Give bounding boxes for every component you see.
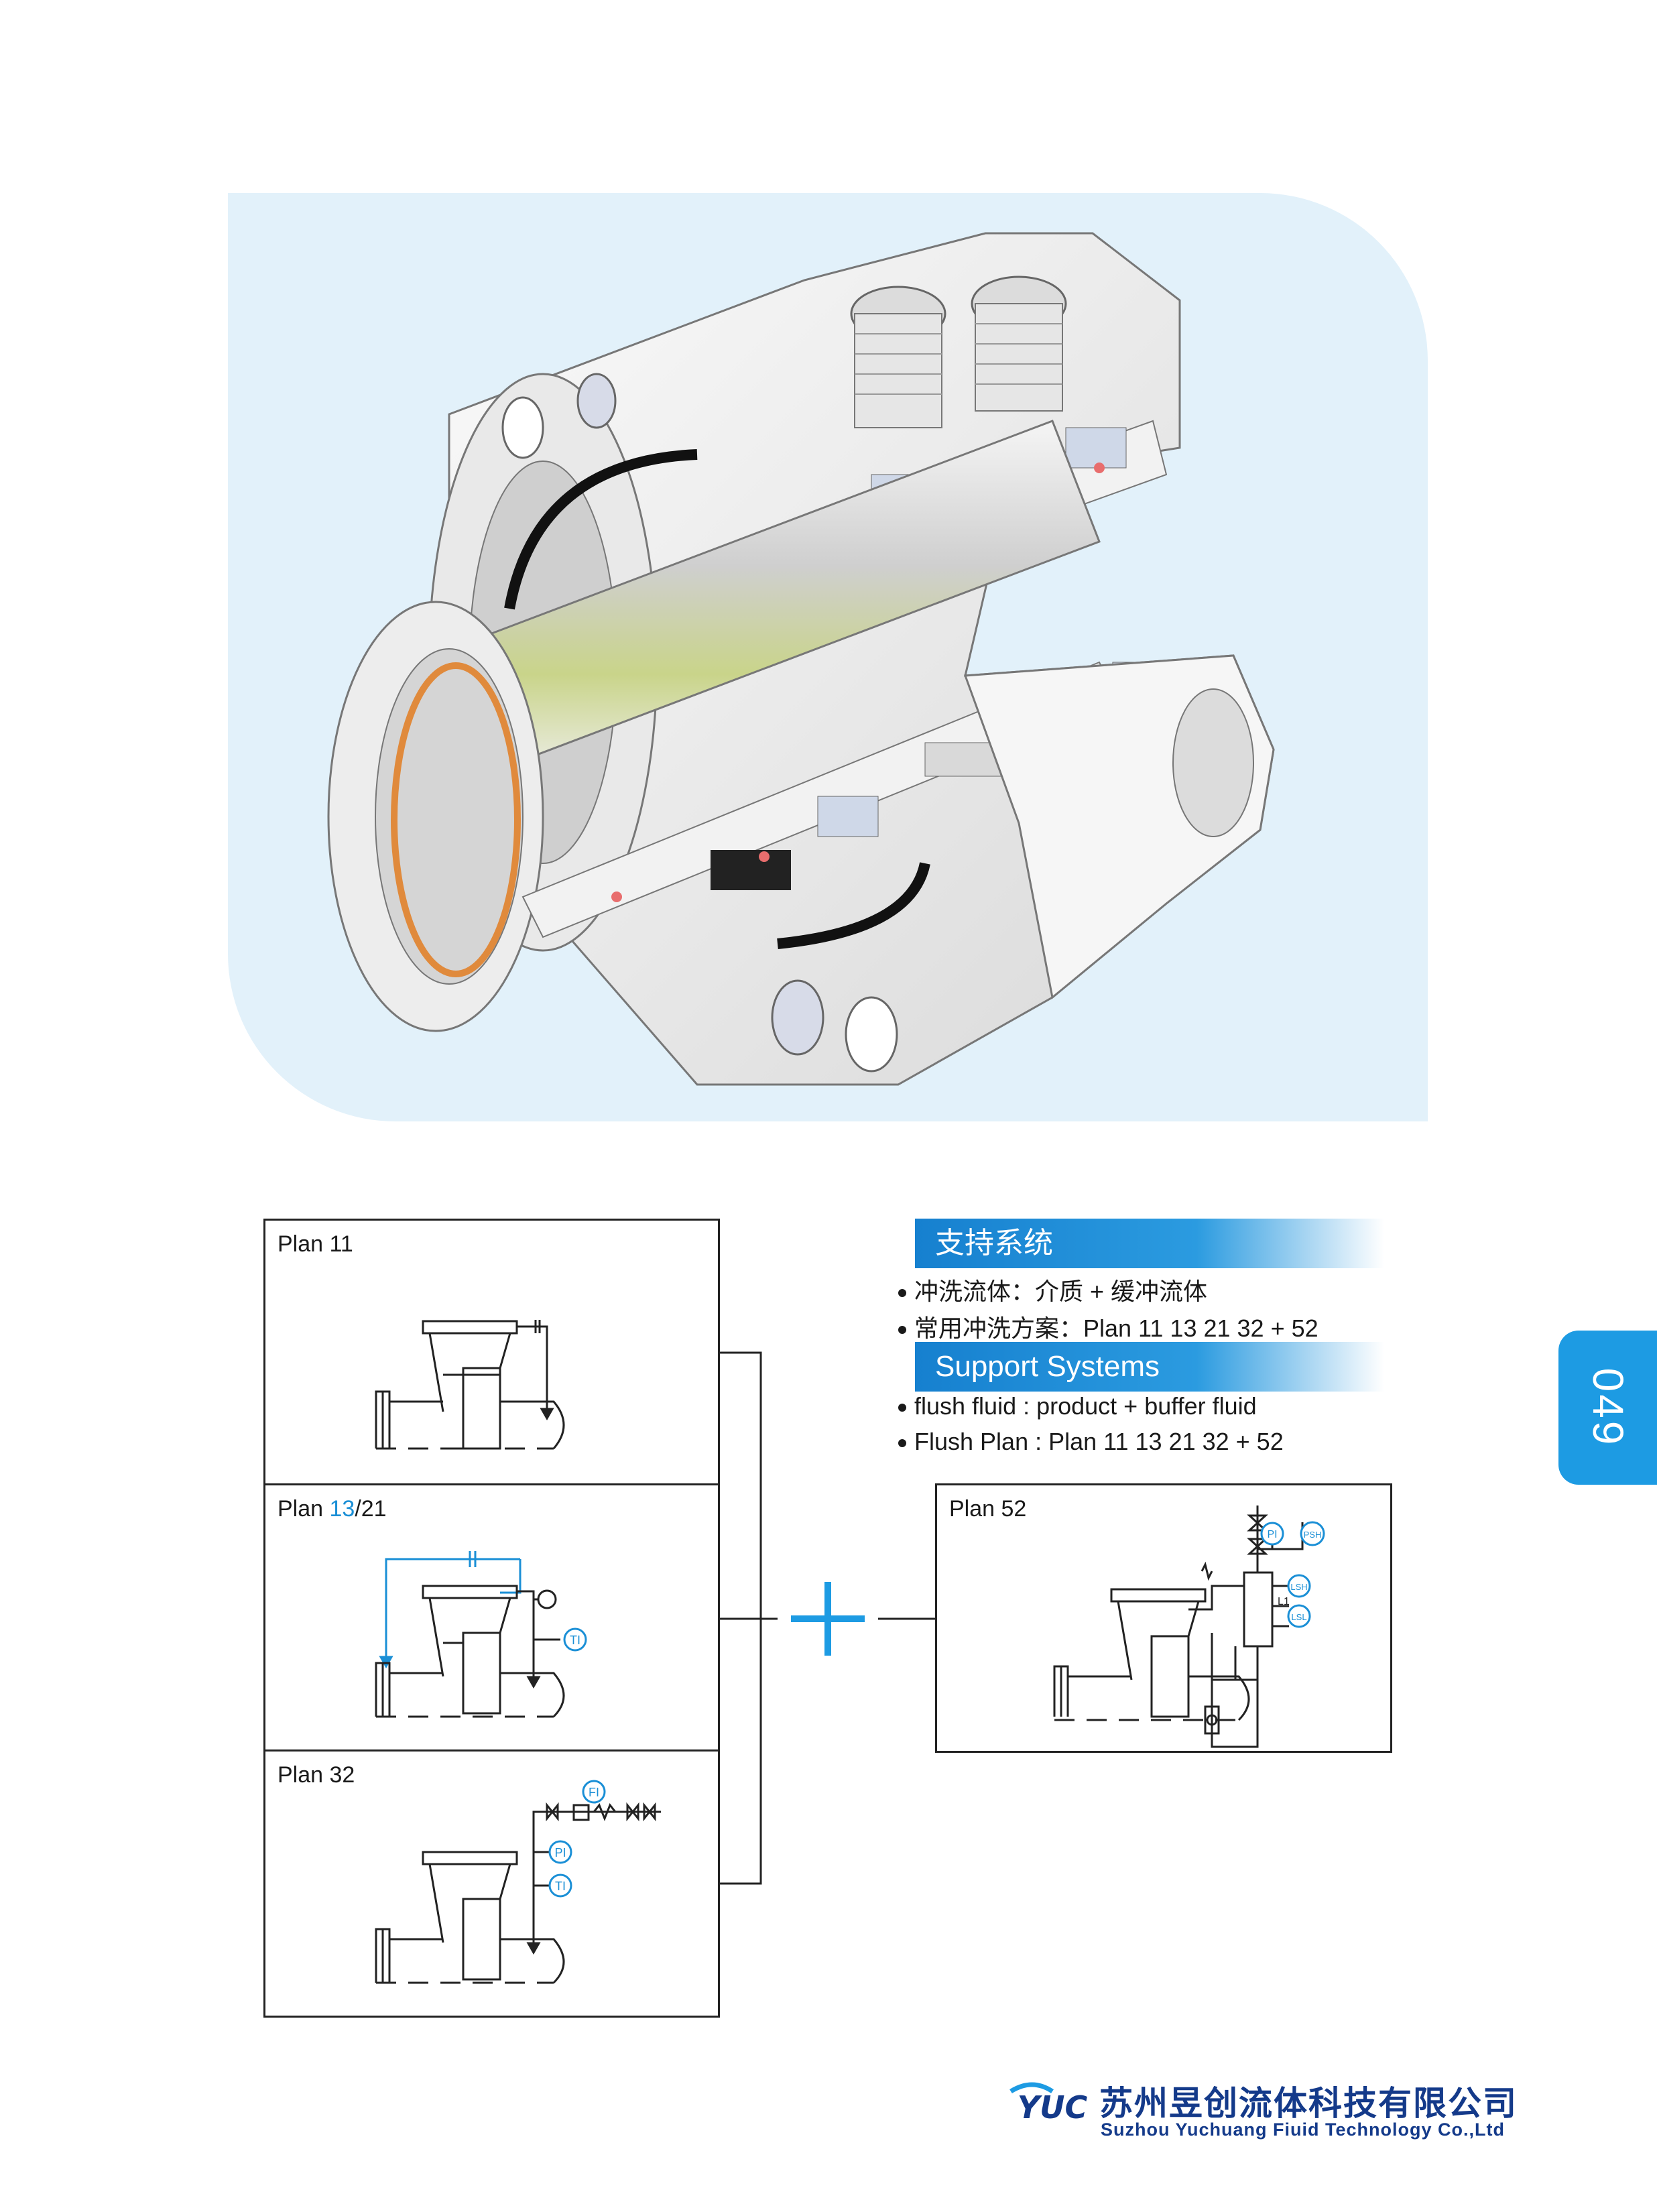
support-bullet-en-2-text: Flush Plan : Plan 11 13 21 32 + 52 [914, 1428, 1284, 1455]
plan13-title-number: 13 [329, 1496, 355, 1522]
plan52-l1-label: L1 [1278, 1596, 1290, 1607]
plan32-panel: Plan 32 FI PI TI [263, 1749, 720, 2018]
plan52-psh-label: PSH [1304, 1530, 1322, 1540]
support-bullet-cn-1: 冲洗流体：介质 + 缓冲流体 [898, 1272, 1207, 1307]
plan32-title: Plan 32 [278, 1762, 355, 1788]
hero-panel [228, 193, 1428, 1121]
plan52-pi-label: PI [1267, 1529, 1277, 1540]
support-bullet-en-2: Flush Plan : Plan 11 13 21 32 + 52 [898, 1428, 1284, 1456]
support-bullet-cn-2-text: 常用冲洗方案：Plan 11 13 21 32 + 52 [914, 1314, 1318, 1342]
plan11-title: Plan 11 [278, 1231, 353, 1257]
support-heading-en: Support Systems [915, 1342, 1384, 1392]
plan13-ti-label: TI [570, 1634, 580, 1647]
mechanical-seal-illustration [327, 232, 1275, 1086]
support-bullet-cn-1-text: 冲洗流体：介质 + 缓冲流体 [914, 1278, 1208, 1305]
plan32-diagram: FI PI TI [375, 1780, 661, 1984]
page-number-tab: 049 [1558, 1331, 1657, 1485]
plan52-lsh-label: LSH [1290, 1582, 1307, 1592]
support-bullet-en-1-text: flush fluid : product + buffer fluid [914, 1392, 1257, 1420]
support-bullet-cn-2: 常用冲洗方案：Plan 11 13 21 32 + 52 [898, 1309, 1318, 1344]
plan52-title: Plan 52 [949, 1496, 1027, 1522]
plan13-title: Plan 13/21 [278, 1496, 387, 1522]
plan13-title-prefix: Plan [278, 1496, 330, 1522]
plan32-ti-label: TI [555, 1880, 566, 1893]
company-logo-text: YUC [1018, 2089, 1088, 2126]
plan52-lsl-label: LSL [1291, 1612, 1306, 1622]
page-number: 049 [1583, 1367, 1632, 1448]
plan52-diagram: PI PSH LSH LSL L1 [1053, 1506, 1325, 1748]
company-logo-icon: YUC [1009, 2082, 1088, 2126]
plan11-diagram [375, 1320, 565, 1450]
plan52-panel: Plan 52 [935, 1483, 1392, 1753]
plan13-diagram: TI [375, 1551, 587, 1718]
support-heading-cn: 支持系统 [915, 1219, 1384, 1268]
plan13-title-suffix: /21 [355, 1496, 387, 1522]
plan11-panel: Plan 11 [263, 1219, 720, 1485]
company-name-en: Suzhou Yuchuang Fiuid Technology Co.,Ltd [1101, 2119, 1505, 2140]
plan32-pi-label: PI [554, 1846, 566, 1859]
plan32-fi-label: FI [589, 1786, 599, 1799]
support-bullet-en-1: flush fluid : product + buffer fluid [898, 1392, 1257, 1420]
company-name-cn: 苏州昱创流体科技有限公司 [1099, 2083, 1518, 2123]
plan13-panel: Plan 13/21 TI [263, 1483, 720, 1752]
